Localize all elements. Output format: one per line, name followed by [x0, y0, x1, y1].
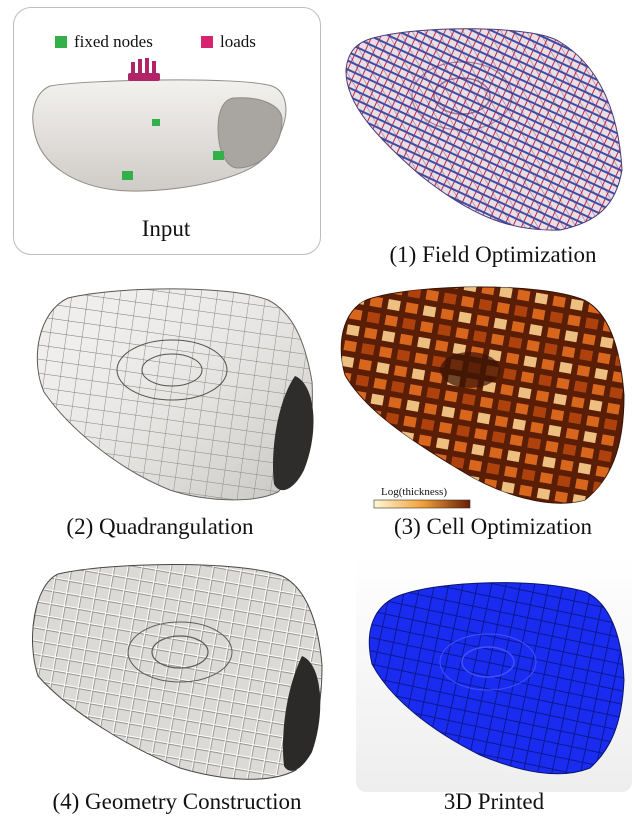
legend-fixed-nodes: fixed nodes: [55, 32, 153, 52]
legend-loads-label: loads: [220, 32, 256, 51]
caption-geometry-construction: (4) Geometry Construction: [52, 789, 302, 814]
thickness-colorbar: [373, 499, 471, 509]
fixed-node-swatch: [55, 36, 67, 48]
legend-fixed-nodes-label: fixed nodes: [74, 32, 153, 51]
caption-cell-optimization: (3) Cell Optimization: [393, 514, 592, 539]
legend-loads: loads: [201, 32, 256, 52]
caption-3d-printed: 3D Printed: [443, 789, 545, 814]
load-swatch: [201, 36, 213, 48]
colorbar-label: Log(thickness): [381, 486, 447, 498]
caption-quadrangulation: (2) Quadrangulation: [66, 514, 254, 539]
caption-field-optimization: (1) Field Optimization: [389, 242, 597, 267]
caption-input: Input: [141, 216, 191, 241]
